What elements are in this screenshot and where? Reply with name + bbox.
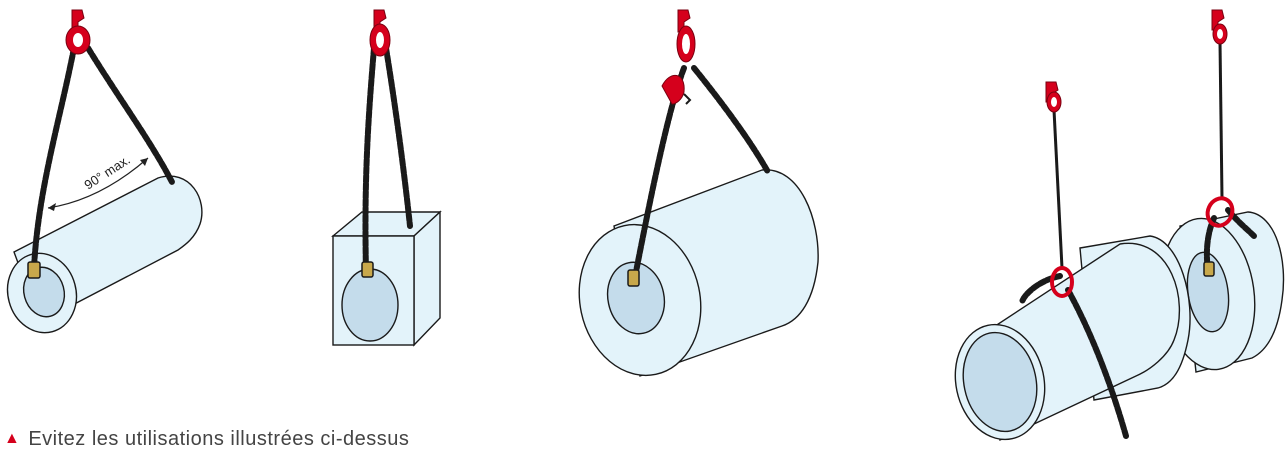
- warning-caption: ▲ Evitez les utilisations illustrées ci-…: [4, 430, 409, 448]
- caption-text: Evitez les utilisations illustrées ci-de…: [28, 428, 409, 451]
- figure-pipe-90: 90° max.: [0, 10, 202, 340]
- sling-right: [1220, 42, 1222, 198]
- angle-label: 90° max.: [81, 152, 132, 193]
- chain-clip: [362, 262, 373, 277]
- chain-right: [386, 48, 410, 226]
- chain-clip: [28, 262, 40, 278]
- hook-icon: [66, 10, 90, 54]
- chain-clip: [1204, 262, 1214, 276]
- figure-big-roll: [566, 10, 819, 387]
- hook-icon: [1212, 10, 1227, 44]
- hook-icon: [662, 75, 690, 104]
- block-side: [414, 212, 440, 345]
- figure-two-rolls: [945, 10, 1284, 448]
- sling-left: [1054, 110, 1062, 268]
- block-bore: [342, 269, 398, 341]
- chain-clip: [628, 270, 639, 286]
- warning-triangle-icon: ▲: [4, 430, 20, 448]
- hook-icon: [1046, 82, 1061, 112]
- hook-icon: [370, 10, 390, 56]
- figure-block: [333, 10, 440, 345]
- hook-icon: [677, 10, 695, 62]
- chain-right: [694, 68, 768, 172]
